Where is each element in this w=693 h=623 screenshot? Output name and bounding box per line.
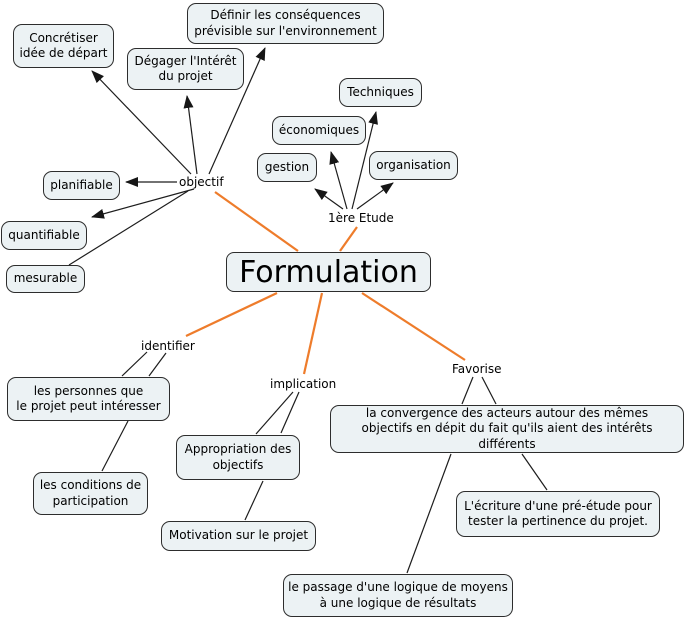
edge-1ere-etude-techniques [351, 111, 378, 210]
concept-node-convergence[interactable]: la convergence des acteurs autour des mê… [330, 405, 684, 453]
arrow-connectors [68, 47, 394, 266]
concept-node-ecriture[interactable]: L'écriture d'une pré-étude pour tester l… [456, 491, 660, 537]
edge-objectif-concretiser [91, 70, 192, 175]
edge-1ere-etude-organisation [356, 182, 394, 210]
edge-convergence-ecriture [521, 453, 548, 491]
edge-favorise-convergence-1 [461, 376, 474, 405]
edge-favorise-convergence-2 [481, 376, 497, 405]
linking-phrase-objectif[interactable]: objectif [179, 175, 224, 189]
edge-1ere-etude-gestion [314, 188, 344, 210]
linking-phrase-1ere-etude[interactable]: 1ère Etude [328, 211, 394, 225]
edge-formulation-implication [302, 292, 324, 375]
edge-formulation-1ere-etude [339, 226, 358, 252]
edge-identifier-personnes-2 [148, 352, 167, 377]
edge-objectif-quantifiable [91, 188, 195, 219]
edge-personnes-conditions [101, 420, 129, 472]
concept-node-definir[interactable]: Définir les conséquences prévisible sur … [187, 3, 384, 44]
concept-node-appropriation[interactable]: Appropriation des objectifs [176, 435, 300, 480]
concept-node-motivation[interactable]: Motivation sur le projet [161, 521, 316, 551]
orange-connectors [185, 191, 466, 375]
concept-node-techniques[interactable]: Techniques [339, 78, 422, 107]
edge-1ere-etude-economiques [329, 151, 348, 210]
linking-phrase-implication[interactable]: implication [270, 377, 337, 391]
edge-formulation-identifier [185, 292, 278, 337]
edge-identifier-personnes-1 [121, 351, 148, 377]
linking-phrase-favorise[interactable]: Favorise [452, 362, 502, 376]
concept-node-quantifiable[interactable]: quantifiable [1, 221, 87, 250]
edge-formulation-objectif [214, 191, 299, 252]
edge-convergence-passage [406, 453, 452, 574]
concept-node-mesurable[interactable]: mesurable [6, 265, 85, 293]
plain-connectors [101, 351, 548, 574]
concept-node-personnes[interactable]: les personnes que le projet peut intéres… [7, 377, 170, 421]
concept-node-organisation[interactable]: organisation [369, 151, 458, 180]
edge-appropriation-motivation [244, 480, 264, 521]
concept-node-economiques[interactable]: économiques [272, 116, 366, 145]
edge-objectif-mesurable [68, 190, 189, 266]
linking-phrase-identifier[interactable]: identifier [141, 339, 195, 353]
edge-objectif-degager [183, 95, 198, 175]
concept-node-formulation[interactable]: Formulation [226, 252, 431, 292]
concept-node-conditions[interactable]: les conditions de participation [33, 472, 148, 515]
edge-implication-appropriation-1 [255, 391, 294, 435]
concept-node-degager[interactable]: Dégager l'Intérêt du projet [127, 48, 244, 90]
concept-node-passage[interactable]: le passage d'une logique de moyens à une… [283, 574, 513, 617]
edge-objectif-definir [208, 47, 266, 175]
concept-node-planifiable[interactable]: planifiable [43, 171, 120, 200]
edge-implication-appropriation-2 [280, 391, 300, 434]
concept-node-concretiser[interactable]: Concrétiser idée de départ [13, 24, 114, 68]
concept-node-gestion[interactable]: gestion [257, 153, 317, 182]
edge-formulation-favorise [361, 292, 466, 361]
